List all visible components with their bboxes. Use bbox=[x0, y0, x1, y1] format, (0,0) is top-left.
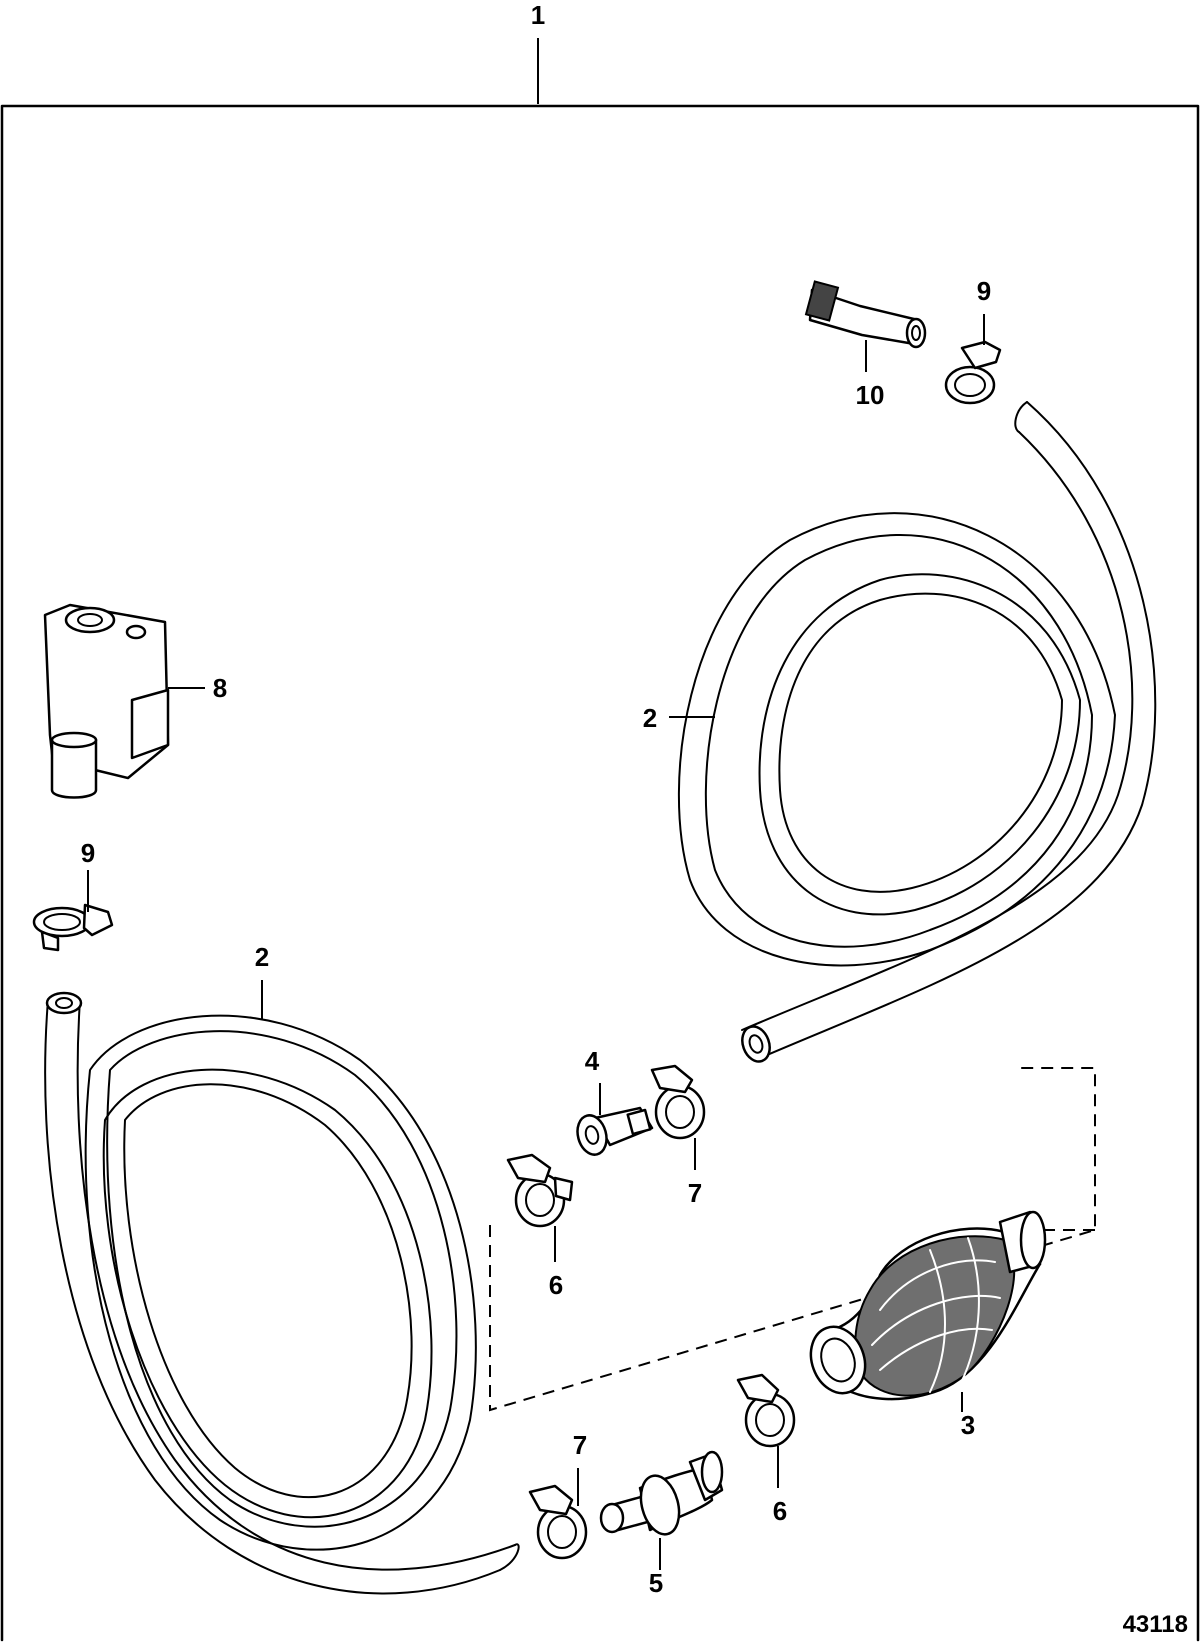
connector-8 bbox=[43, 603, 170, 799]
leader-lines bbox=[87, 314, 985, 1570]
clamp-9-upper bbox=[944, 340, 1002, 405]
callout-9-upper: 9 bbox=[977, 276, 991, 306]
callout-2-upper: 2 bbox=[643, 703, 657, 733]
clamp-6-upper bbox=[506, 1153, 574, 1228]
callout-10: 10 bbox=[856, 380, 885, 410]
callout-8: 8 bbox=[213, 673, 227, 703]
callout-4: 4 bbox=[585, 1046, 600, 1076]
hose-upper bbox=[677, 401, 1157, 1063]
callout-1: 1 bbox=[531, 0, 545, 30]
callout-5: 5 bbox=[649, 1568, 663, 1598]
callout-2-lower: 2 bbox=[255, 942, 269, 972]
clamp-6-lower bbox=[736, 1373, 796, 1448]
callout-labels: 1 2 2 3 4 5 6 6 7 7 8 9 9 10 43118 bbox=[81, 0, 1188, 1638]
hose-lower bbox=[44, 991, 520, 1595]
primer-bulb-3 bbox=[809, 1210, 1047, 1401]
callout-7-upper: 7 bbox=[688, 1178, 702, 1208]
fitting-4 bbox=[576, 1106, 654, 1156]
clamp-7-upper bbox=[650, 1064, 706, 1140]
clamp-9-left bbox=[32, 903, 114, 952]
kit-frame bbox=[0, 38, 1200, 1642]
clamp-7-lower bbox=[528, 1484, 588, 1560]
callout-9-left: 9 bbox=[81, 838, 95, 868]
dashed-outline bbox=[489, 1067, 1096, 1412]
fitting-10 bbox=[804, 280, 927, 349]
fitting-5 bbox=[599, 1450, 724, 1536]
callout-6-lower: 6 bbox=[773, 1496, 787, 1526]
callout-3: 3 bbox=[961, 1410, 975, 1440]
callout-7-lower: 7 bbox=[573, 1430, 587, 1460]
callout-6-upper: 6 bbox=[549, 1270, 563, 1300]
figure-id: 43118 bbox=[1123, 1611, 1188, 1638]
